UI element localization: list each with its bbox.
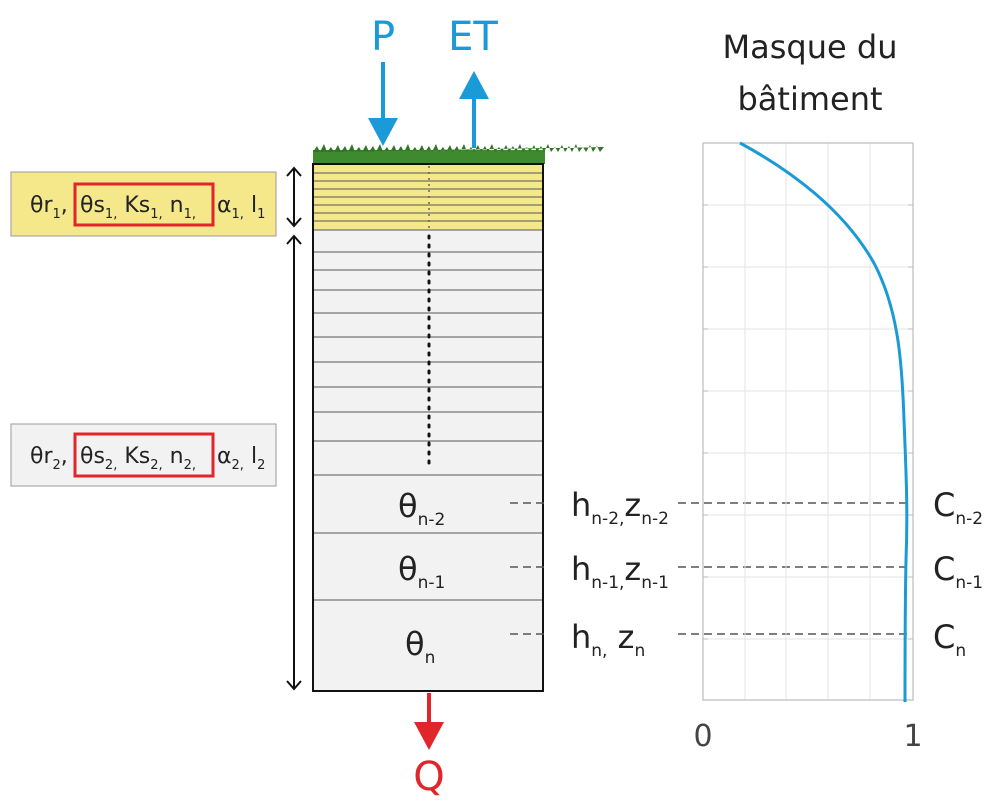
svg-text:θn: θn	[405, 625, 435, 668]
layer-2-highlight	[73, 432, 215, 478]
svg-text:Cn-2: Cn-2	[933, 486, 983, 529]
x-tick-0: 0	[693, 719, 712, 754]
svg-text:hn-1,zn-1: hn-1,zn-1	[571, 550, 669, 593]
x-tick-1: 1	[903, 719, 922, 754]
node-hz-labels: hn-2,zn-2 hn-1,zn-1 hn, zn	[571, 486, 669, 661]
node-c-labels: Cn-2 Cn-1 Cn	[933, 486, 983, 661]
mask-plot: Masque du bâtiment	[693, 28, 922, 754]
layer-2-depth-arrow-icon	[286, 234, 302, 691]
svg-text:Cn: Cn	[933, 618, 966, 661]
svg-text:Cn-1: Cn-1	[933, 550, 983, 593]
theta-label: θ	[398, 487, 418, 525]
svg-text:hn-2,zn-2: hn-2,zn-2	[571, 486, 669, 529]
precip-arrow-icon	[368, 62, 398, 146]
mask-curve	[739, 141, 909, 703]
layer-2-params-box: θr2, θs2, Ks2, n2, α2, l2	[10, 423, 277, 487]
et-label: ET	[448, 14, 498, 60]
svg-text:θr1, θs1, Ks1, n1,: θr1, θs1, Ks1, n1, α1, l1	[30, 193, 265, 224]
layer-1-highlight	[73, 182, 215, 227]
mask-plot-frame	[702, 142, 914, 701]
svg-text:θn-1: θn-1	[398, 550, 445, 593]
svg-text:θn-2: θn-2	[398, 487, 445, 530]
soil-column	[312, 163, 544, 692]
drainage-label: Q	[413, 754, 444, 800]
grass-icon	[313, 144, 604, 164]
node-theta-labels: θn-2 θn-1 θn	[398, 487, 445, 668]
mask-title-line1: Masque du	[723, 28, 898, 66]
svg-text:hn, zn: hn, zn	[571, 618, 645, 661]
node-connectors	[510, 502, 912, 635]
et-arrow-icon	[459, 71, 489, 148]
drainage-arrow-icon	[414, 693, 444, 750]
mask-title-line2: bâtiment	[737, 80, 882, 118]
layer-1-depth-arrow-icon	[286, 166, 302, 228]
precip-label: P	[371, 14, 395, 60]
layer-1-params-box: θr1, θs1, Ks1, n1, α1, l1	[10, 171, 277, 237]
theta-label: θ	[398, 550, 418, 588]
theta-label: θ	[405, 625, 425, 663]
svg-text:θr2, θs2, Ks2, n2,: θr2, θs2, Ks2, n2, α2, l2	[30, 444, 265, 475]
